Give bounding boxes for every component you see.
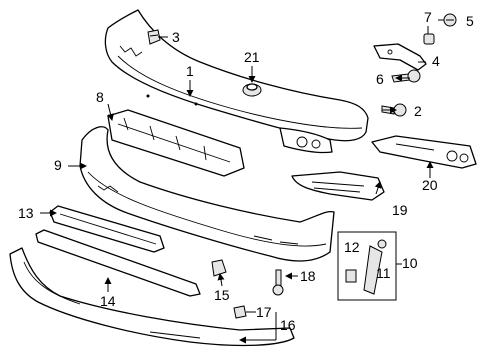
callout-21: 21 xyxy=(244,49,260,65)
callout-5: 5 xyxy=(466,13,474,29)
part-13-strip xyxy=(49,205,165,253)
callout-6: 6 xyxy=(376,71,384,87)
callout-7: 7 xyxy=(424,9,432,25)
callout-20: 20 xyxy=(422,177,438,193)
callout-9: 9 xyxy=(54,157,62,173)
callout-16: 16 xyxy=(280,317,296,333)
callout-1: 1 xyxy=(186,63,194,79)
callout-19: 19 xyxy=(392,202,408,218)
callout-15: 15 xyxy=(214,287,230,303)
part-7-nut xyxy=(423,33,435,45)
callout-17: 17 xyxy=(256,304,272,320)
callout-8: 8 xyxy=(96,89,104,105)
callout-18: 18 xyxy=(300,268,316,284)
callout-2: 2 xyxy=(414,103,422,119)
callout-4: 4 xyxy=(432,53,440,69)
part-8-absorber xyxy=(107,109,245,177)
callout-3: 3 xyxy=(172,29,180,45)
part-21-push-nut xyxy=(242,83,262,97)
part-18-bolt xyxy=(272,269,284,296)
callout-14: 14 xyxy=(100,293,116,309)
part-20-bezel xyxy=(371,135,477,169)
callout-11: 11 xyxy=(376,265,391,281)
part-6-bolt xyxy=(391,69,421,83)
part-14-molding xyxy=(35,229,201,297)
part-16-skid-plate xyxy=(9,247,295,347)
part-17-clip xyxy=(233,305,247,319)
part-19-bezel xyxy=(291,171,385,201)
part-15-clip xyxy=(211,259,227,277)
part-5-screw xyxy=(443,13,457,27)
part-4-bracket xyxy=(373,43,427,71)
part-9-lower-fascia xyxy=(79,126,335,262)
callout-12: 12 xyxy=(344,239,360,255)
callout-10: 10 xyxy=(402,255,418,271)
callout-labels: 1 2 3 4 5 6 7 8 9 10 11 12 13 14 15 16 1… xyxy=(18,9,474,333)
callout-13: 13 xyxy=(18,205,34,221)
leader-lines xyxy=(40,19,444,344)
part-3-clip xyxy=(147,29,161,45)
part-1-upper-fascia xyxy=(104,9,369,154)
parts-10-11-12-box xyxy=(337,231,397,301)
